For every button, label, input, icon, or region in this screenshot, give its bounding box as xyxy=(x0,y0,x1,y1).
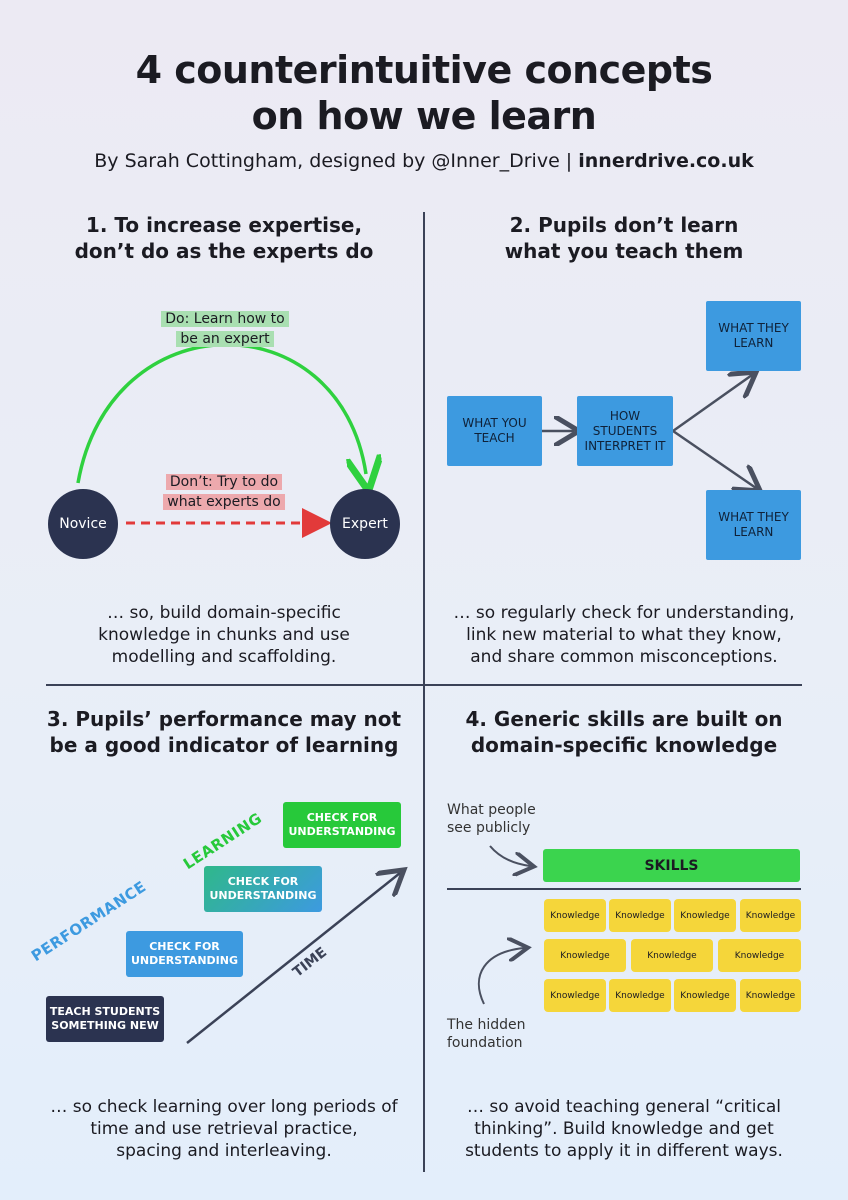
q2-heading-line2: what you teach them xyxy=(504,239,744,263)
q2-footer-line2: link new material to what they know, xyxy=(466,625,782,645)
q1-heading-line1: 1. To increase expertise, xyxy=(85,213,363,237)
q1-footer-line2: knowledge in chunks and use xyxy=(98,625,350,645)
q2-footer-line1: … so regularly check for understanding, xyxy=(453,603,795,623)
hidden-note: The hidden foundation xyxy=(447,1016,526,1052)
q2-footer-line3: and share common misconceptions. xyxy=(470,647,778,667)
byline-site-link[interactable]: innerdrive.co.uk xyxy=(578,150,754,172)
dont-label-line2: what experts do xyxy=(163,494,285,510)
do-label: Do: Learn how to be an expert xyxy=(158,308,292,348)
q4-footer-line3: students to apply it in different ways. xyxy=(465,1141,783,1161)
knowledge-block: Knowledge xyxy=(631,939,713,972)
time-arrow xyxy=(186,873,400,1044)
byline-authors: By Sarah Cottingham, designed by @Inner_… xyxy=(94,150,579,172)
page-title-line2: on how we learn xyxy=(251,94,597,138)
public-pointer-arrow xyxy=(489,845,530,866)
novice-circle: Novice xyxy=(48,489,118,559)
interpret-to-learn-top-arrow xyxy=(672,375,752,433)
knowledge-block: Knowledge xyxy=(609,979,671,1012)
interpret-to-learn-bottom-arrow xyxy=(672,429,756,488)
how-students-interpret-box: HOW STUDENTS INTERPRET IT xyxy=(577,396,673,466)
knowledge-block: Knowledge xyxy=(740,979,801,1012)
q3-heading-line2: be a good indicator of learning xyxy=(49,733,399,757)
knowledge-block: Knowledge xyxy=(609,899,671,932)
q1-footer-line3: modelling and scaffolding. xyxy=(111,647,337,667)
q1-heading-line2: don’t do as the experts do xyxy=(74,239,374,263)
what-they-learn-bottom-box: WHAT THEY LEARN xyxy=(706,490,801,560)
do-label-line1: Do: Learn how to xyxy=(161,311,289,327)
dont-label-line1: Don’t: Try to do xyxy=(165,474,283,490)
q4-heading-line1: 4. Generic skills are built on xyxy=(465,707,783,731)
q4-footer-line2: thinking”. Build knowledge and get xyxy=(474,1119,774,1139)
q3-footer-line1: … so check learning over long periods of xyxy=(50,1097,398,1117)
horizontal-divider xyxy=(46,684,802,686)
vertical-divider xyxy=(423,212,425,1172)
knowledge-block: Knowledge xyxy=(718,939,801,972)
q4-heading: 4. Generic skills are built on domain-sp… xyxy=(434,706,814,758)
q4-footer: … so avoid teaching general “critical th… xyxy=(424,1096,824,1162)
hidden-note-line2: foundation xyxy=(447,1035,523,1051)
public-note-line2: see publicly xyxy=(447,820,531,836)
teach-something-new-box: TEACH STUDENTS SOMETHING NEW xyxy=(46,996,164,1042)
check-understanding-box-2: CHECK FOR UNDERSTANDING xyxy=(204,866,322,912)
public-note: What people see publicly xyxy=(447,801,536,837)
q3-footer-line2: time and use retrieval practice, xyxy=(90,1119,358,1139)
byline: By Sarah Cottingham, designed by @Inner_… xyxy=(0,150,848,172)
q3-heading: 3. Pupils’ performance may not be a good… xyxy=(34,706,414,758)
q1-footer-line1: … so, build domain-specific xyxy=(107,603,341,623)
knowledge-block: Knowledge xyxy=(740,899,801,932)
skills-bar: SKILLS xyxy=(543,849,800,882)
q1-footer: … so, build domain-specific knowledge in… xyxy=(24,602,424,668)
q3-heading-line1: 3. Pupils’ performance may not xyxy=(46,707,402,731)
q4-heading-line2: domain-specific knowledge xyxy=(470,733,778,757)
knowledge-block: Knowledge xyxy=(544,899,606,932)
do-label-line2: be an expert xyxy=(176,331,274,347)
q1-heading: 1. To increase expertise, don’t do as th… xyxy=(34,212,414,264)
hidden-note-line1: The hidden xyxy=(447,1017,526,1033)
q3-footer: … so check learning over long periods of… xyxy=(24,1096,424,1162)
q3-footer-line3: spacing and interleaving. xyxy=(116,1141,332,1161)
dont-label: Don’t: Try to do what experts do xyxy=(156,471,292,511)
hidden-pointer-arrow xyxy=(478,948,524,1005)
knowledge-block: Knowledge xyxy=(544,939,626,972)
q4-footer-line1: … so avoid teaching general “critical xyxy=(467,1097,781,1117)
what-you-teach-box: WHAT YOU TEACH xyxy=(447,396,542,466)
knowledge-block: Knowledge xyxy=(544,979,606,1012)
expert-circle: Expert xyxy=(330,489,400,559)
what-they-learn-top-box: WHAT THEY LEARN xyxy=(706,301,801,371)
public-note-line1: What people xyxy=(447,802,536,818)
knowledge-block: Knowledge xyxy=(674,899,736,932)
q2-heading-line1: 2. Pupils don’t learn xyxy=(509,213,739,237)
q2-footer: … so regularly check for understanding, … xyxy=(424,602,824,668)
check-understanding-box-1: CHECK FOR UNDERSTANDING xyxy=(126,931,243,977)
q2-heading: 2. Pupils don’t learn what you teach the… xyxy=(434,212,814,264)
check-understanding-box-3: CHECK FOR UNDERSTANDING xyxy=(283,802,401,848)
knowledge-block: Knowledge xyxy=(674,979,736,1012)
page-title-line1: 4 counterintuitive concepts xyxy=(135,48,713,92)
